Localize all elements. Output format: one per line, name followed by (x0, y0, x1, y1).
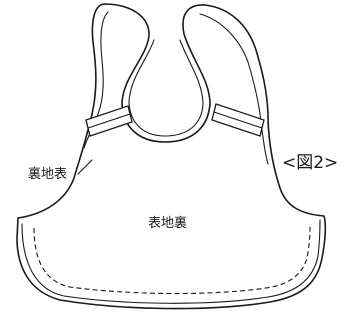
right-side-label: 表地裏 (148, 216, 187, 231)
wrong-side-label: 裏地表 (28, 167, 67, 182)
figure-label: <図2> (282, 153, 338, 173)
right-strap-tape (211, 103, 265, 137)
right-strap-fold-line (199, 13, 269, 165)
left-strap-tape (85, 105, 133, 137)
hem-edge-line (21, 219, 321, 304)
wrong-side-leader (77, 159, 93, 175)
bib-outline (16, 3, 327, 310)
neck-inner-line (128, 39, 204, 137)
